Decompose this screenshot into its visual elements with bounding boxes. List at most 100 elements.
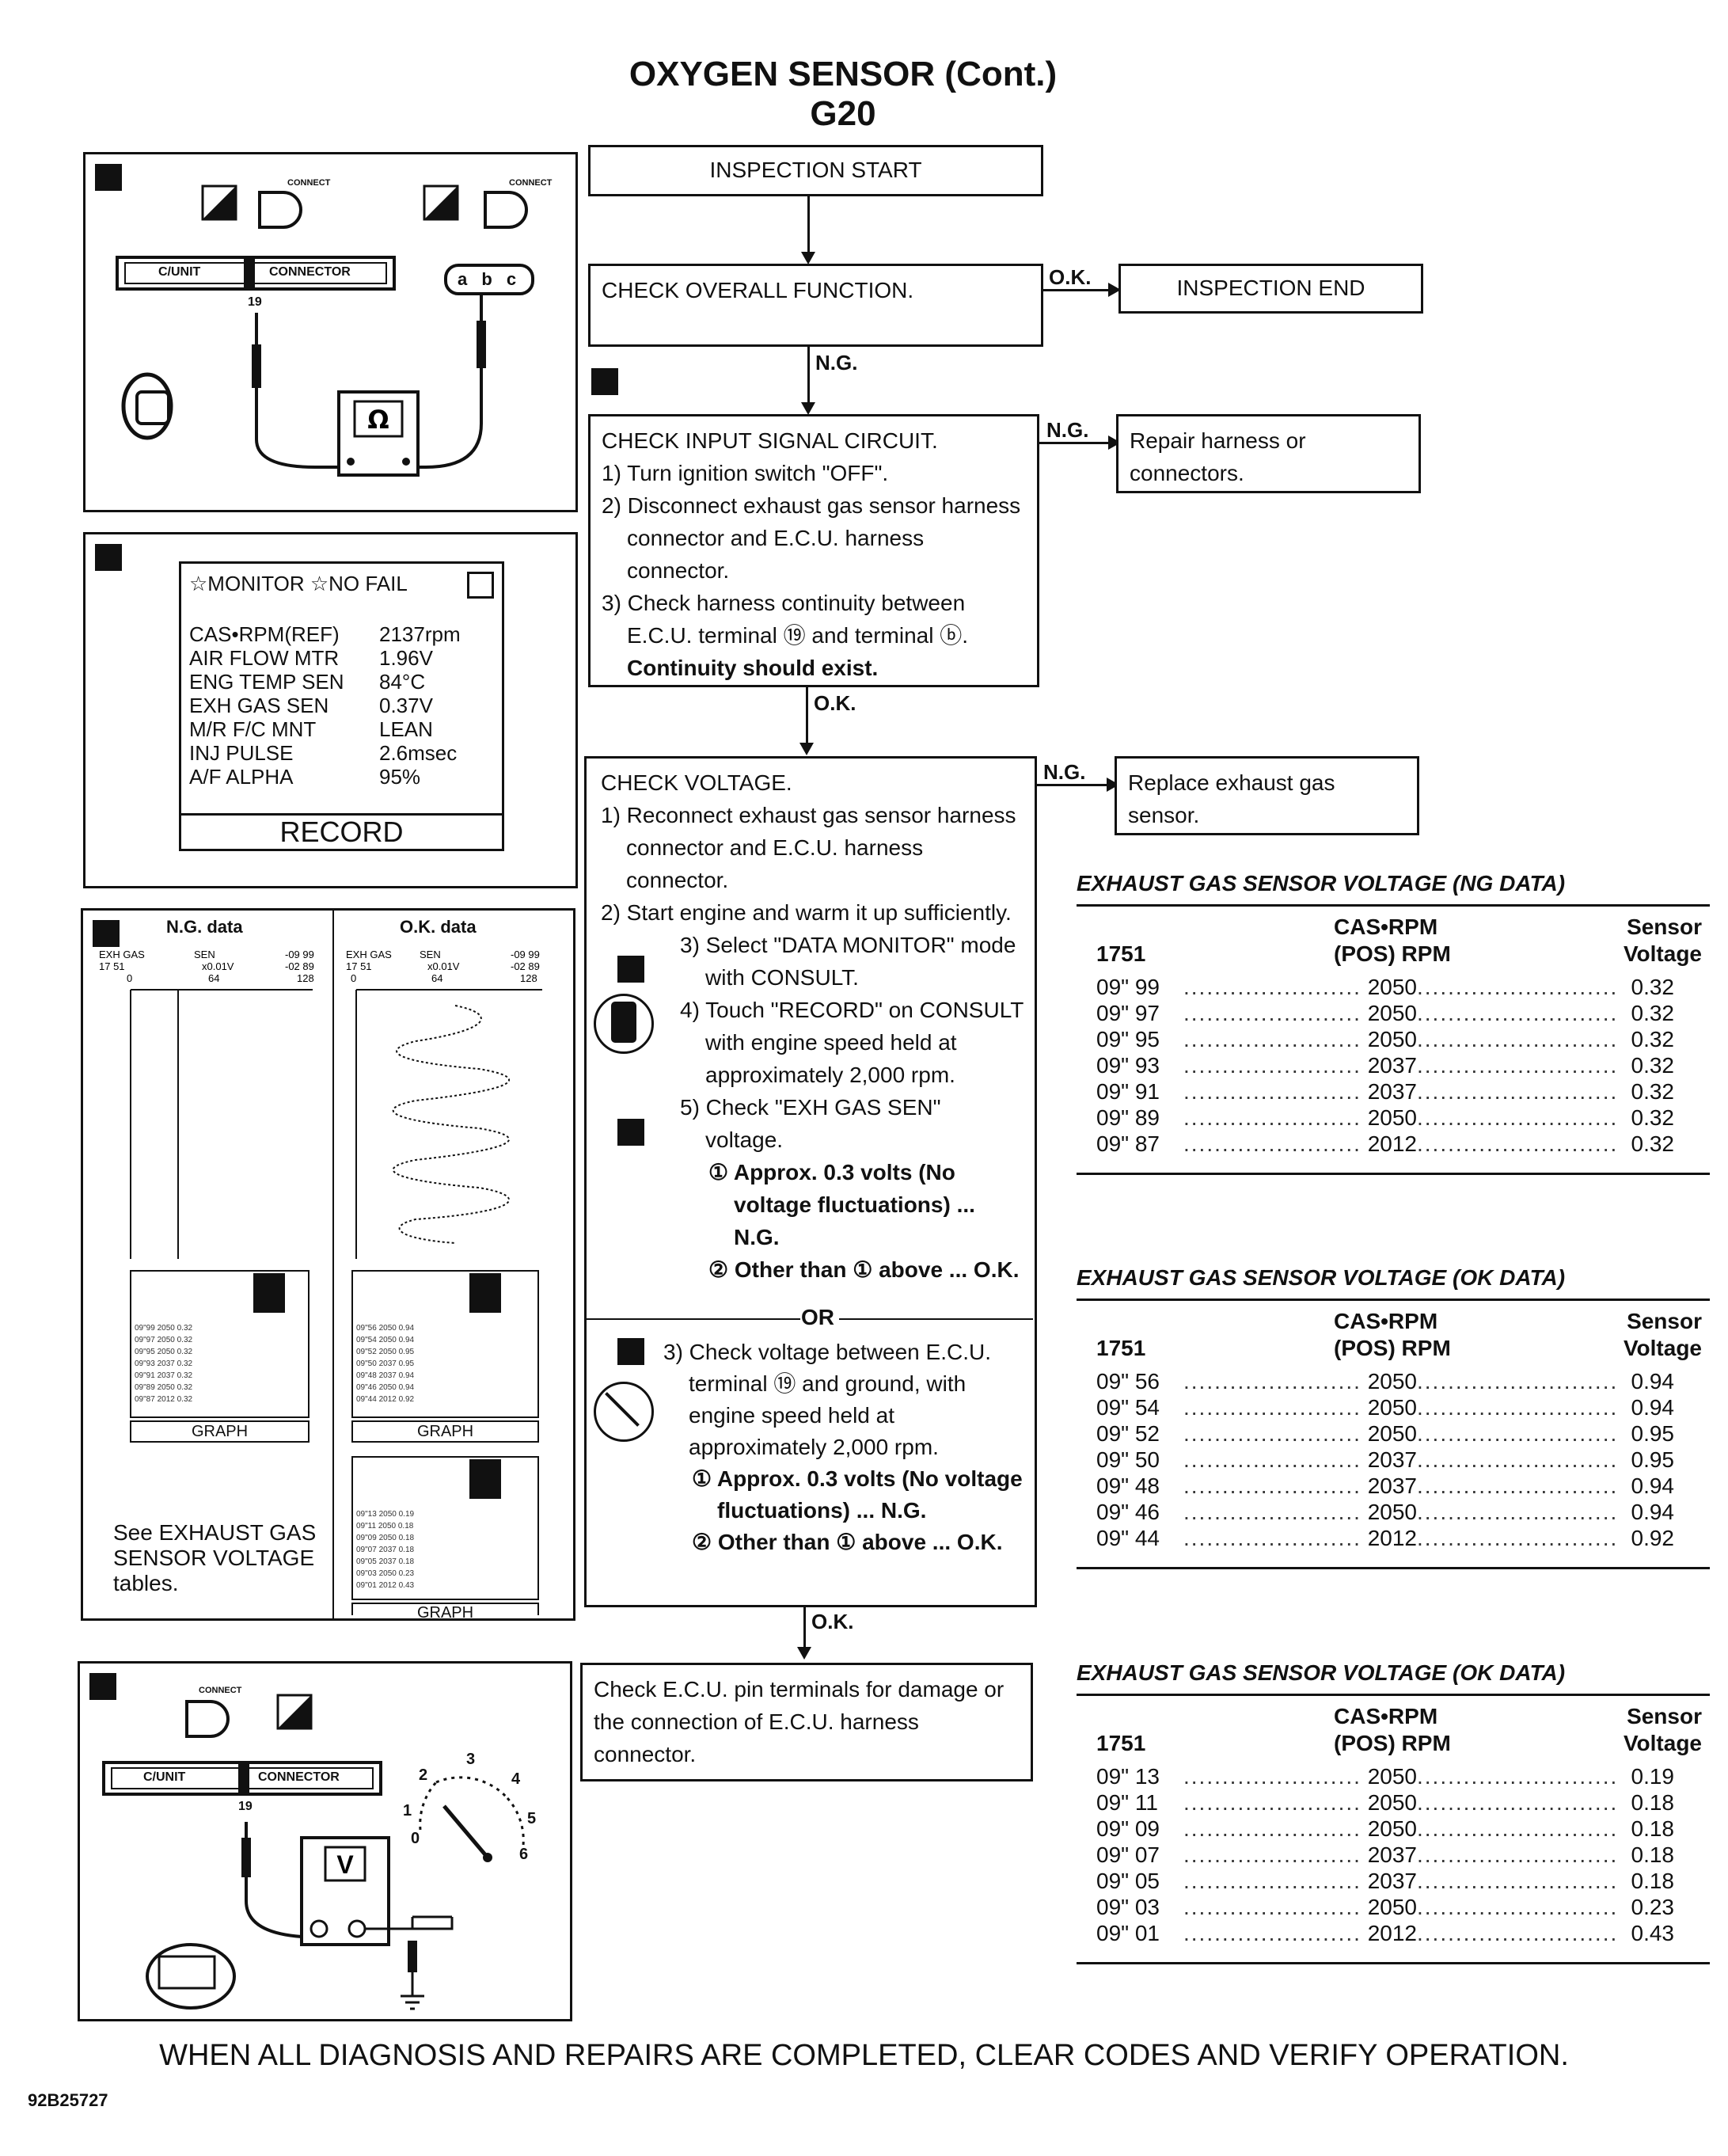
row-time: 09" 46 <box>1096 1500 1160 1524</box>
monitor-value: 2137rpm <box>379 622 461 646</box>
leader-dots: ........................................… <box>1183 1869 1362 1893</box>
arrow-down-icon <box>801 252 815 264</box>
inspection-end-label: INSPECTION END <box>1176 276 1365 300</box>
leader-dots: ........................................… <box>1183 1105 1362 1130</box>
scale-1: 1 <box>403 1802 412 1819</box>
monitor-key: M/R F/C MNT <box>189 717 317 741</box>
row-voltage: 0.43 <box>1631 1921 1675 1945</box>
row-voltage: 0.32 <box>1631 975 1675 999</box>
panel-b-badge <box>95 544 122 571</box>
row-voltage: 0.32 <box>1631 1001 1675 1025</box>
connect-label-d: CONNECT <box>199 1686 242 1695</box>
check-overall-label: CHECK OVERALL FUNCTION. <box>602 278 914 302</box>
table-col-volt-b: Voltage <box>1623 941 1702 966</box>
connector-line <box>1043 289 1115 291</box>
voltmeter-diagram: V <box>102 1694 525 2010</box>
input-step-2: 2) Disconnect exhaust gas sensor harness… <box>602 493 1021 583</box>
monitor-value: 0.37V <box>379 694 433 717</box>
leader-dots: ........................................… <box>1183 1131 1362 1156</box>
row-voltage: 0.32 <box>1631 1053 1675 1078</box>
row-time: 09" 89 <box>1096 1105 1160 1130</box>
leader-dots: ........................................… <box>1183 1842 1362 1867</box>
or-divider: OR <box>801 1305 834 1329</box>
row-rpm: 2037 <box>1367 1842 1417 1867</box>
row-time: 09" 13 <box>1096 1764 1160 1789</box>
voltage-cond-1: ① Approx. 0.3 volts (No voltage fluctuat… <box>708 1160 975 1249</box>
scale-3: 3 <box>466 1751 476 1768</box>
connector-line <box>1037 784 1112 786</box>
input-step-4: Continuity should exist. <box>627 656 879 680</box>
svg-text:09"01 2012 0.43: 09"01 2012 0.43 <box>356 1581 415 1590</box>
row-rpm: 2050 <box>1367 1001 1417 1025</box>
svg-text:128: 128 <box>297 972 314 984</box>
row-time: 09" 05 <box>1096 1869 1160 1893</box>
check-voltage-box: CHECK VOLTAGE. 1) Reconnect exhaust gas … <box>584 756 1037 1607</box>
table-rule-bottom <box>1077 1962 1710 1964</box>
svg-text:-02 89: -02 89 <box>285 960 314 972</box>
graph-button-ok-2[interactable]: GRAPH <box>416 1604 474 1622</box>
connector-line <box>803 1607 806 1651</box>
table-col-time: 1751 <box>1096 1731 1146 1755</box>
voltage-alt-block: 3) Check voltage between E.C.U. terminal… <box>663 1337 1031 1558</box>
leader-dots: ........................................… <box>1183 1500 1362 1524</box>
leader-dots: ........................................… <box>1417 1079 1619 1104</box>
monitor-key: EXH GAS SEN <box>189 694 329 717</box>
ok-label-2: O.K. <box>814 691 856 715</box>
terminal-labels: a b c <box>458 269 522 289</box>
ok-label-3: O.K. <box>811 1610 854 1633</box>
svg-text:EXH GAS: EXH GAS <box>346 949 392 960</box>
table-row: 09" 07..................................… <box>1096 1842 1674 1869</box>
consult-icon <box>594 994 654 1054</box>
svg-text:09"48 2037 0.94: 09"48 2037 0.94 <box>356 1371 415 1380</box>
ok-data-title: O.K. data <box>400 917 477 937</box>
consult-device-icon <box>611 1002 636 1043</box>
table-col-volt-b: Voltage <box>1623 1731 1702 1755</box>
voltage-step-2: 2) Start engine and warm it up sufficien… <box>601 900 1012 925</box>
inspection-start-label: INSPECTION START <box>709 158 922 182</box>
table-col-volt-a: Sensor <box>1627 1309 1702 1333</box>
monitor-key: A/F ALPHA <box>189 765 294 789</box>
graph-button-ng[interactable]: GRAPH <box>191 1423 249 1440</box>
leader-dots: ........................................… <box>1183 975 1362 999</box>
row-voltage: 0.32 <box>1631 1027 1675 1051</box>
arrow-down-icon <box>797 1647 811 1660</box>
leader-dots: ........................................… <box>1183 1421 1362 1446</box>
table-row: 09" 95..................................… <box>1096 1026 1674 1053</box>
row-time: 09" 93 <box>1096 1053 1160 1078</box>
table-row: 09" 97..................................… <box>1096 1000 1674 1027</box>
connector-label-d: C/UNIT <box>143 1770 186 1784</box>
see-tables-note: See EXHAUST GAS SENSOR VOLTAGE tables. <box>113 1520 317 1595</box>
svg-text:0: 0 <box>127 972 132 984</box>
leader-dots: ........................................… <box>1417 1105 1619 1130</box>
graph-button-ok[interactable]: GRAPH <box>416 1423 474 1440</box>
row-voltage: 0.18 <box>1631 1842 1675 1867</box>
table-rule-top <box>1077 1694 1710 1696</box>
svg-text:09"93 2037 0.32: 09"93 2037 0.32 <box>135 1359 193 1368</box>
table-rule-bottom <box>1077 1173 1710 1175</box>
row-rpm: 2037 <box>1367 1079 1417 1104</box>
row-voltage: 0.94 <box>1631 1500 1675 1524</box>
leader-dots: ........................................… <box>1183 1053 1362 1078</box>
svg-text:EXH GAS: EXH GAS <box>99 949 145 960</box>
row-rpm: 2037 <box>1367 1447 1417 1472</box>
panel-divider <box>332 911 334 1620</box>
table-col-volt-a: Sensor <box>1627 914 1702 939</box>
svg-text:09"05 2037 0.18: 09"05 2037 0.18 <box>356 1557 415 1566</box>
ng-label-1: N.G. <box>815 351 858 375</box>
arrow-down-icon <box>799 743 814 755</box>
row-voltage: 0.32 <box>1631 1131 1675 1156</box>
record-button[interactable]: RECORD <box>179 813 504 851</box>
voltage-alt-cond-2: ② Other than ① above ... O.K. <box>692 1530 1003 1554</box>
page-title: OXYGEN SENSOR (Cont.) <box>629 55 1058 93</box>
input-step-1: 1) Turn ignition switch "OFF". <box>602 461 889 485</box>
monitor-key: CAS•RPM(REF) <box>189 622 340 646</box>
row-rpm: 2050 <box>1367 975 1417 999</box>
row-rpm: 2050 <box>1367 1816 1417 1841</box>
step-d-badge <box>617 1338 644 1365</box>
input-step-3: 3) Check harness continuity between E.C.… <box>602 591 969 648</box>
table-row: 09" 09..................................… <box>1096 1816 1674 1842</box>
table-row: 09" 13..................................… <box>1096 1763 1674 1790</box>
svg-text:09"13 2050 0.19: 09"13 2050 0.19 <box>356 1510 415 1519</box>
leader-dots: ........................................… <box>1183 1369 1362 1394</box>
